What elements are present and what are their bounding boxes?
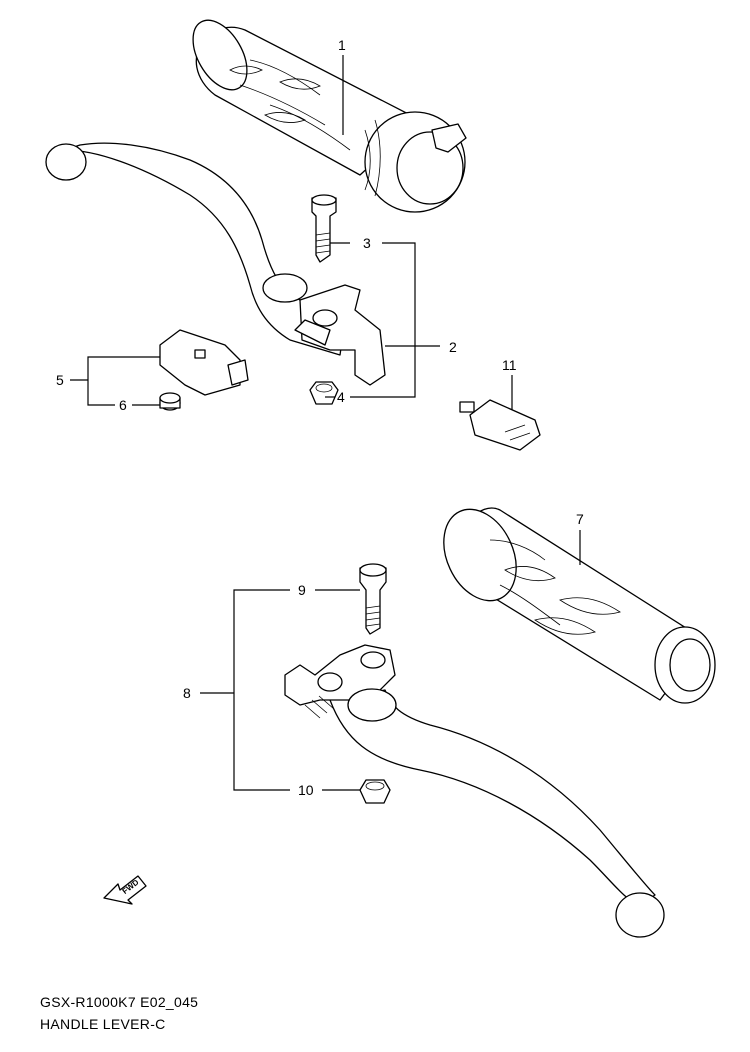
callout-lines	[70, 55, 581, 791]
nut-part-4	[309, 381, 339, 405]
callout-10: 10	[298, 782, 314, 798]
callout-7: 7	[576, 511, 584, 527]
callout-1: 1	[338, 37, 346, 53]
diagram-code-caption: GSX-R1000K7 E02_045	[40, 994, 199, 1010]
left-grip-part-7	[443, 507, 716, 704]
callout-6: 6	[119, 397, 127, 413]
callout-3: 3	[363, 235, 371, 251]
front-brake-lever	[45, 142, 386, 386]
nut-part-10	[359, 779, 391, 804]
clutch-lever	[284, 644, 665, 938]
brake-switch-part-5	[159, 329, 249, 396]
callout-9: 9	[298, 582, 306, 598]
pivot-bolt-part-9	[359, 563, 387, 635]
callout-11: 11	[502, 357, 517, 373]
pivot-bolt-part-3	[311, 194, 337, 263]
right-grip-part-1	[192, 19, 467, 213]
callout-8: 8	[183, 685, 191, 701]
callout-4: 4	[337, 389, 345, 405]
callout-2: 2	[449, 339, 457, 355]
callout-numbers: 1 3 2 4 5 6 11 7 9 8 10	[56, 37, 584, 798]
screw-part-6	[159, 392, 181, 411]
callout-5: 5	[56, 372, 64, 388]
switch-part-11	[459, 399, 541, 451]
forward-direction-arrow-icon: FWD	[103, 875, 147, 905]
diagram-title-caption: HANDLE LEVER-C	[40, 1016, 166, 1032]
